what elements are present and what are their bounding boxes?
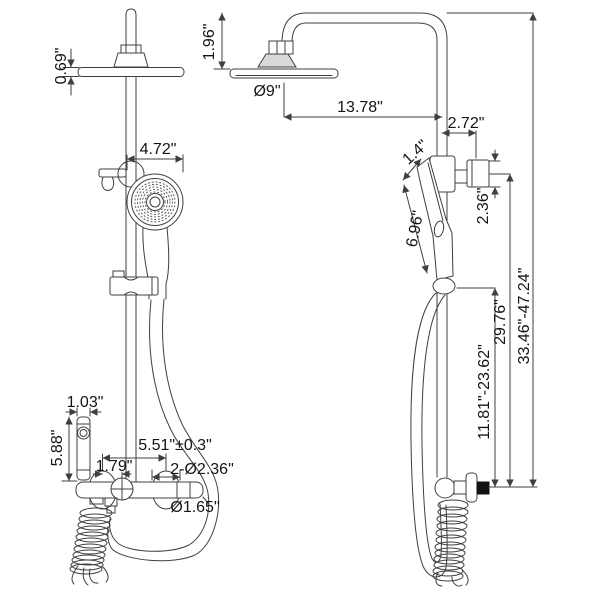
dim-label-spout-diameter: Ø1.65" <box>170 499 220 516</box>
slider-stem <box>455 170 467 183</box>
sprayer-wand <box>77 417 90 480</box>
shower-head-plate <box>78 68 184 77</box>
handheld-face-inner <box>132 179 179 226</box>
handheld-side-port <box>433 220 445 238</box>
sprayer-button <box>80 430 87 437</box>
handheld-hose-nut <box>433 278 455 294</box>
dim-label-escutcheon-diameter: 2-Ø2.36" <box>170 461 234 478</box>
front-view <box>70 9 219 585</box>
dimension-lines <box>62 13 537 504</box>
diverter-cross <box>111 478 133 500</box>
head-cone <box>114 53 148 67</box>
dim-label-slider-knob-reach: 2.72" <box>447 115 485 132</box>
handheld-hub-ring <box>147 194 164 211</box>
handheld-holder-arm <box>99 169 126 177</box>
spout-cap-lines <box>177 482 190 498</box>
handheld-hub <box>150 197 160 207</box>
sprayer-button-outer <box>78 427 90 439</box>
coiled-hose-front <box>70 508 112 585</box>
valve-bar <box>76 482 203 498</box>
handheld-side-edge <box>428 163 443 221</box>
dim-label-handle-offset: 1.79" <box>95 458 133 475</box>
head-connector <box>121 45 141 53</box>
wall-ball-joint <box>435 478 455 498</box>
hose-fitting-left <box>90 498 103 504</box>
slider-knob <box>467 160 489 187</box>
dim-label-slider-bracket-height: 2.36" <box>475 187 492 225</box>
dim-label-slide-adjust-range: 11.81"-23.62" <box>476 344 493 440</box>
dim-label-head-diameter: Ø9" <box>253 83 281 100</box>
dim-label-valve-center-distance: 5.51"±0.3" <box>138 437 212 454</box>
riser-pipe <box>126 9 136 483</box>
dim-label-sprayer-width: 1.03" <box>66 394 104 411</box>
wall-flange <box>466 473 477 502</box>
gooseneck-outer <box>282 13 447 477</box>
arm-nut-facets <box>277 41 285 54</box>
handheld-nozzle-dots <box>135 182 175 222</box>
wall-stem <box>454 481 467 494</box>
shower-head-side <box>230 69 338 78</box>
dim-label-head-drop-height: 1.96" <box>201 23 218 61</box>
handheld-hose-front <box>109 300 208 551</box>
dim-label-overall-height-range: 33.46"-47.24" <box>516 267 533 365</box>
gooseneck-inner <box>292 23 437 477</box>
handheld-holder-hook <box>102 177 114 190</box>
dim-label-arm-reach: 13.78" <box>337 99 383 116</box>
slider-clamp <box>110 277 158 295</box>
handheld-hose-side-outer <box>411 293 447 577</box>
dim-label-knob-to-outlet: 29.76" <box>492 299 509 345</box>
dim-label-hand-shower-face-width: 4.72" <box>139 141 177 158</box>
handheld-hose-front-outer <box>108 299 219 561</box>
coiled-hose-side <box>433 500 468 586</box>
head-cone-side <box>258 54 296 67</box>
dim-label-sprayer-length: 5.88" <box>49 429 66 467</box>
dim-label-head-plate-thickness: 0.69" <box>53 47 70 85</box>
wall-thread-connector <box>477 482 489 494</box>
arm-nut <box>269 41 293 54</box>
sprayer-wand-lines <box>77 424 90 470</box>
slider-clamp-detail <box>124 277 152 295</box>
